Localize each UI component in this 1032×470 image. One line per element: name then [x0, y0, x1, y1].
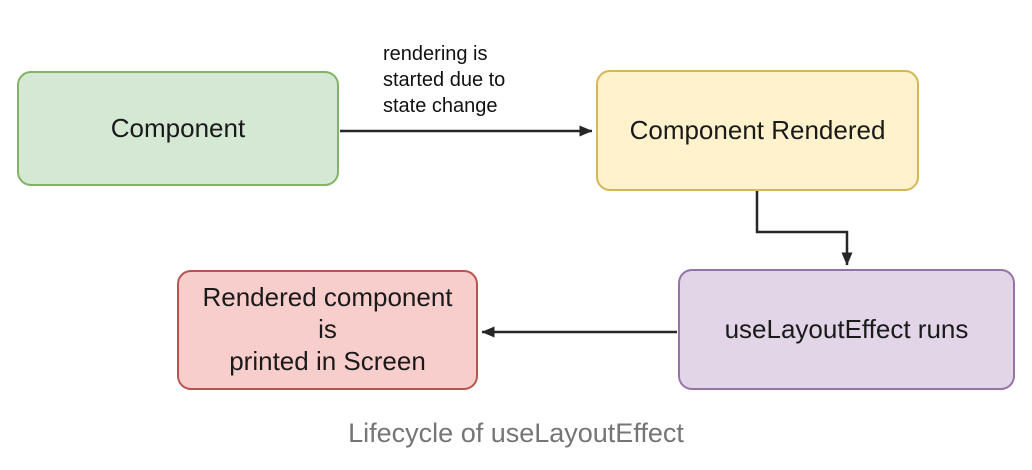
node-component-label: Component — [110, 112, 246, 143]
node-uselayouteffect-runs-label: useLayoutEffect runs — [724, 313, 969, 344]
edge-arrow-rendered-to-uselayouteffect — [755, 191, 853, 266]
node-rendered-component-printed-label: Rendered component is printed in Screen — [202, 282, 453, 376]
edge-label-rendering-started: rendering is started due to state change — [383, 43, 506, 117]
node-component-rendered: Component Rendered — [596, 70, 919, 191]
diagram-caption: Lifecycle of useLayoutEffect — [348, 418, 684, 448]
node-component: Component — [17, 71, 339, 186]
node-uselayouteffect-runs: useLayoutEffect runs — [678, 269, 1015, 390]
node-rendered-component-printed: Rendered component is printed in Screen — [177, 270, 478, 390]
node-component-rendered-label: Component Rendered — [629, 114, 886, 145]
